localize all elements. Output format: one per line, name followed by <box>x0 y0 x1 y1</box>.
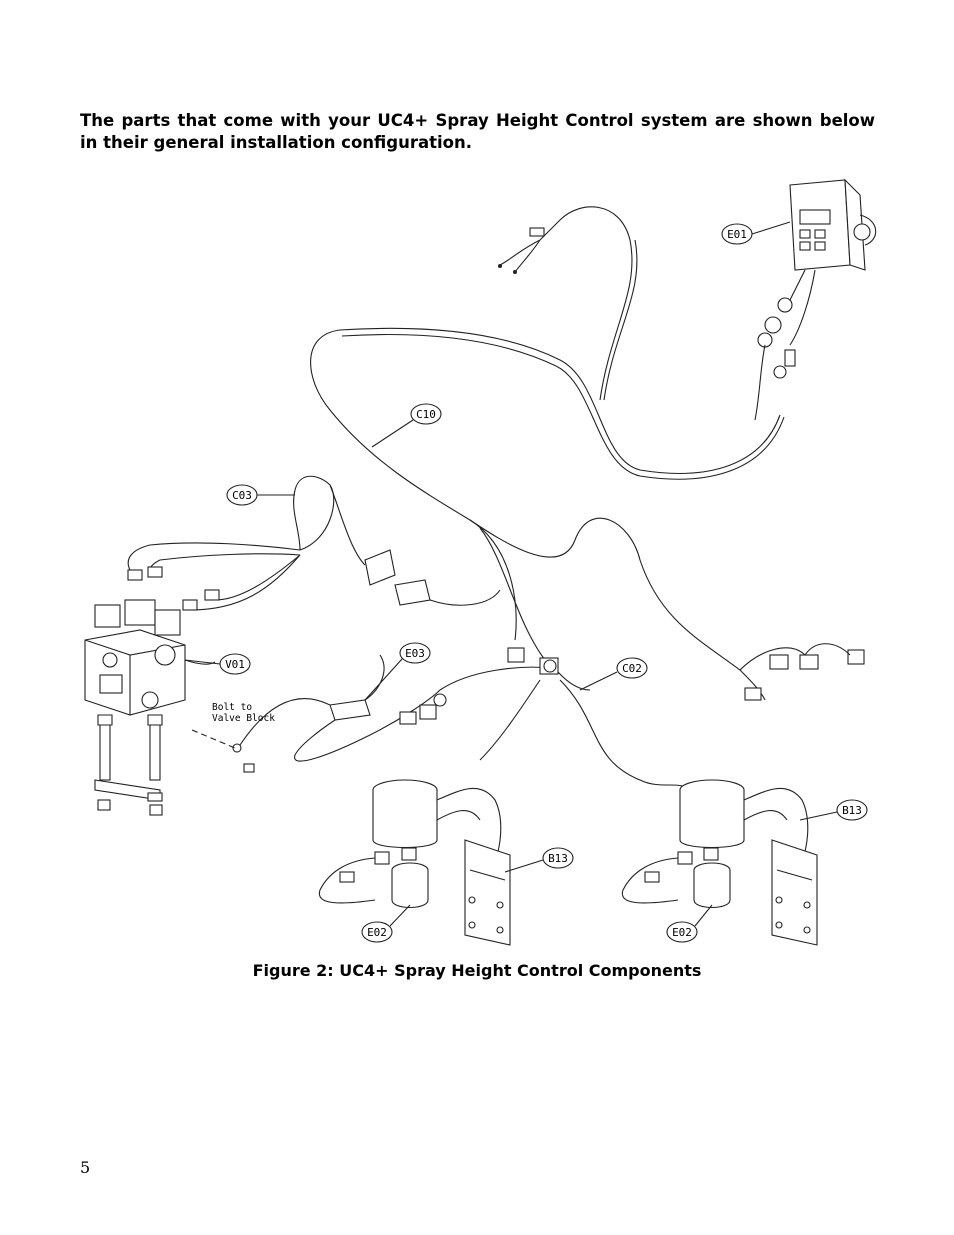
svg-text:E03: E03 <box>405 647 425 660</box>
svg-text:B13: B13 <box>548 852 568 865</box>
harness-c02 <box>507 643 865 701</box>
callout-c10: C10 <box>371 403 442 448</box>
svg-text:E01: E01 <box>727 228 747 241</box>
components-diagram: E01 C10 C03 V01 E03 C02 B13 B13 E02 <box>70 170 900 960</box>
control-box-e01 <box>754 178 877 421</box>
harness-c03 <box>127 475 501 611</box>
callout-b13-right: B13 <box>799 799 868 821</box>
callout-v01: V01 <box>184 653 251 675</box>
svg-text:C10: C10 <box>416 408 436 421</box>
callout-b13-left: B13 <box>504 847 574 873</box>
svg-text:Bolt to: Bolt to <box>212 702 252 713</box>
sensor-e03 <box>191 654 551 773</box>
top-leads <box>498 227 545 274</box>
figure-caption: Figure 2: UC4+ Spray Height Control Comp… <box>252 961 702 980</box>
callout-e02-left: E02 <box>361 904 411 943</box>
callout-e01: E01 <box>721 221 791 245</box>
intro-paragraph: The parts that come with your UC4+ Spray… <box>80 111 875 152</box>
page-number: 5 <box>80 1158 91 1177</box>
svg-text:E02: E02 <box>672 926 692 939</box>
svg-text:Valve Block: Valve Block <box>212 713 275 724</box>
svg-text:V01: V01 <box>225 658 245 671</box>
main-harness-c10 <box>310 206 785 791</box>
callout-e02-right: E02 <box>666 904 713 943</box>
diagram-svg: E01 C10 C03 V01 E03 C02 B13 B13 E02 <box>84 178 877 946</box>
sensor-assembly-right <box>621 779 818 946</box>
sensor-assembly-left <box>318 779 511 946</box>
svg-text:B13: B13 <box>842 804 862 817</box>
valve-block-v01 <box>84 599 216 716</box>
svg-text:C03: C03 <box>232 489 252 502</box>
mounting-hardware <box>94 714 163 816</box>
svg-text:E02: E02 <box>367 926 387 939</box>
callout-e03: E03 <box>364 642 431 701</box>
callout-c03: C03 <box>226 484 295 506</box>
bolt-note: Bolt to Valve Block <box>212 702 275 724</box>
callout-c02: C02 <box>579 657 648 691</box>
svg-text:C02: C02 <box>622 662 642 675</box>
